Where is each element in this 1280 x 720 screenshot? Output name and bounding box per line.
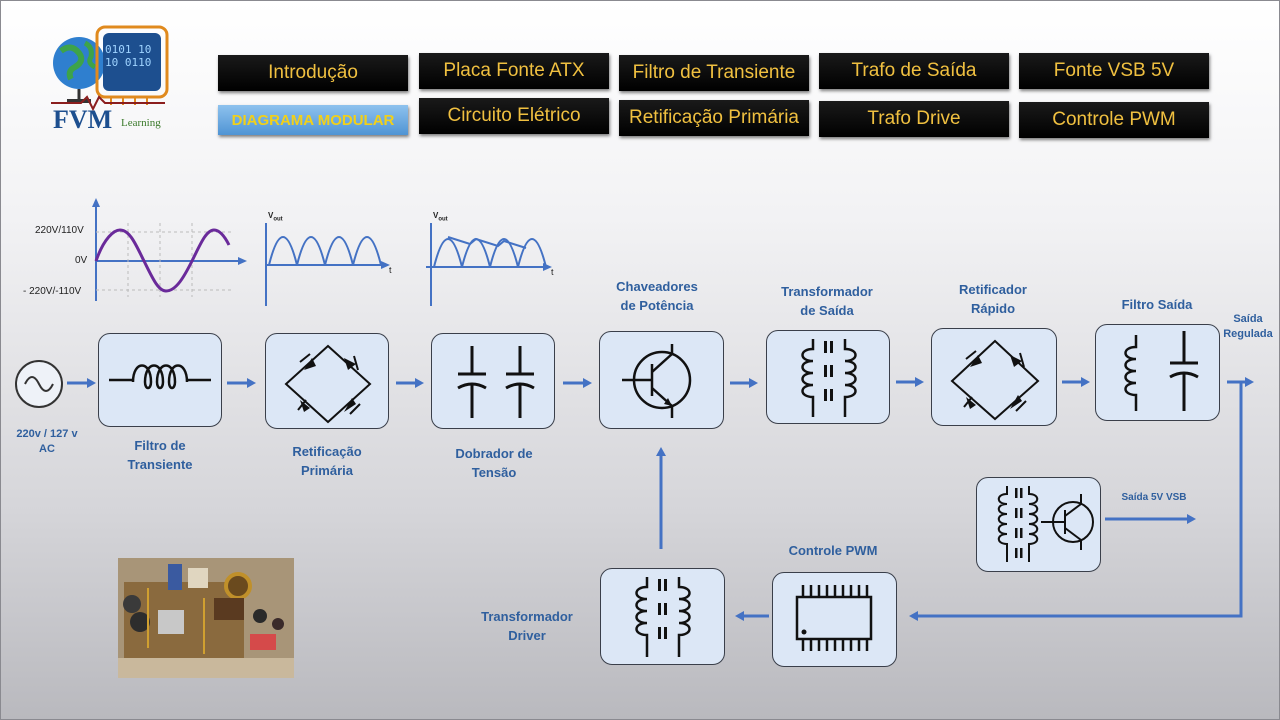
logo-title: FVM: [53, 105, 113, 134]
t-label-2: t: [551, 267, 554, 277]
block-retificador-rapido[interactable]: [931, 328, 1057, 426]
label-filtro-transiente: Filtro de Transiente: [127, 438, 193, 472]
label-dobrador-tensao: Dobrador de Tensão: [455, 446, 533, 480]
label-transformador-saida: Transformador de Saída: [781, 284, 873, 318]
input-voltage-label: 220v / 127 v AC: [16, 428, 78, 455]
vsb-transformer-transistor-icon: [997, 486, 1094, 562]
nav-trafo-saida[interactable]: Trafo de Saída: [819, 53, 1009, 89]
nav-placa-fonte-atx[interactable]: Placa Fonte ATX: [419, 53, 609, 89]
t-label-1: t: [389, 265, 392, 275]
block-dobrador-tensao[interactable]: [431, 333, 555, 429]
ac-source-icon: [15, 360, 63, 408]
sine-wave-graph: [92, 198, 247, 301]
nav-retificacao-primaria[interactable]: Retificação Primária: [619, 100, 809, 136]
block-controle-pwm[interactable]: [772, 572, 897, 667]
sine-label-negative: - 220V/-110V: [23, 286, 82, 297]
nav-controle-pwm[interactable]: Controle PWM: [1019, 102, 1209, 138]
sine-label-peak: 220V/110V: [35, 225, 84, 236]
label-chaveadores: Chaveadores de Potência: [616, 279, 698, 313]
psu-board-image: [118, 558, 294, 678]
block-retificacao-primaria[interactable]: [265, 333, 389, 429]
nav-diagrama-modular[interactable]: DIAGRAMA MODULAR: [218, 105, 408, 135]
block-chaveadores[interactable]: [599, 331, 724, 429]
driver-transformer-icon: [635, 577, 691, 657]
label-transformador-driver: Transformador Driver: [481, 609, 573, 643]
label-controle-pwm: Controle PWM: [788, 543, 878, 558]
nav-circuito-eletrico[interactable]: Circuito Elétrico: [419, 98, 609, 134]
vout-label-2: Vout: [433, 211, 448, 223]
nav-fonte-vsb[interactable]: Fonte VSB 5V: [1019, 53, 1209, 89]
label-filtro-saida: Filtro Saída: [1121, 297, 1193, 312]
block-filtro-saida[interactable]: [1095, 324, 1220, 421]
ac-source: [13, 358, 65, 410]
transformer-icon: [801, 339, 857, 417]
label-saida-regulada: Saída Regulada: [1223, 313, 1273, 340]
transistor-icon: [622, 344, 692, 418]
nav-introducao[interactable]: Introdução: [218, 55, 408, 91]
ripple-wave-graph: [426, 223, 552, 306]
vout-label-1: Vout: [268, 211, 283, 223]
rectified-wave-graph: [265, 223, 390, 306]
logo-chip-text: 0101 1010 0110: [105, 43, 152, 69]
capacitors-icon: [457, 346, 535, 418]
label-saida-vsb: Saída 5V VSB: [1121, 492, 1187, 503]
sine-label-zero: 0V: [75, 255, 88, 266]
block-transformador-driver[interactable]: [600, 568, 725, 665]
label-retificador-rapido: Retificador Rápido: [959, 282, 1027, 316]
label-retificacao-primaria: Retificação Primária: [292, 444, 362, 478]
logo-subtitle: Learning: [121, 117, 161, 129]
ic-chip-icon: [795, 585, 873, 651]
inductor-icon: [109, 364, 211, 390]
lc-filter-icon: [1124, 331, 1199, 411]
nav-filtro-transiente[interactable]: Filtro de Transiente: [619, 55, 809, 91]
logo-graphic: [51, 25, 169, 112]
psu-board-photo: [118, 558, 294, 678]
block-transformador-saida[interactable]: [766, 330, 890, 424]
fvm-logo: 0101 1010 0110 FVM Learning: [41, 21, 181, 136]
nav-trafo-drive[interactable]: Trafo Drive: [819, 101, 1009, 137]
fast-rectifier-icon: [950, 339, 1040, 421]
bridge-rectifier-icon: [284, 344, 372, 424]
block-fonte-vsb[interactable]: [976, 477, 1101, 572]
block-filtro-transiente[interactable]: [98, 333, 222, 427]
